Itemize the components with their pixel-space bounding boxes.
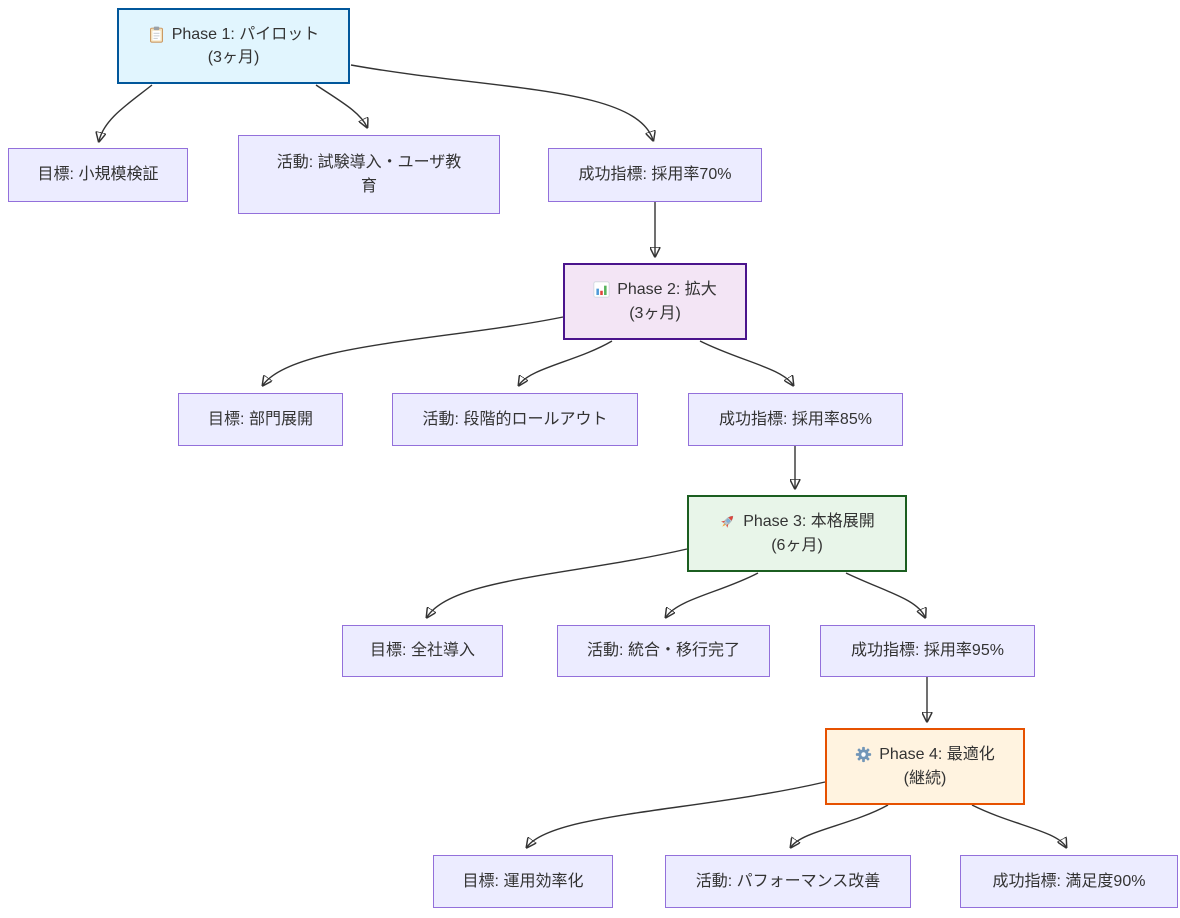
node-phase3: Phase 3: 本格展開 (6ヶ月) (687, 495, 907, 572)
phase2-title-row: Phase 2: 拡大 (593, 278, 717, 301)
edge-phase2-kpi2 (699, 340, 793, 385)
node-phase2: Phase 2: 拡大 (3ヶ月) (563, 263, 747, 340)
node-act1: 活動: 試験導入・ユーザ教 育 (238, 135, 500, 214)
edge-phase2-act2 (519, 340, 613, 385)
node-phase4: Phase 4: 最適化 (継続) (825, 728, 1025, 805)
clipboard-icon (149, 26, 163, 43)
edge-phase3-goal3 (427, 548, 688, 617)
edge-phase1-goal1 (99, 84, 153, 141)
edge-phase1-act1 (315, 84, 367, 127)
phase4-title-row: Phase 4: 最適化 (855, 743, 995, 766)
node-kpi4: 成功指標: 満足度90% (960, 855, 1178, 908)
node-act2: 活動: 段階的ロールアウト (392, 393, 638, 446)
node-goal2: 目標: 部門展開 (178, 393, 343, 446)
node-goal1: 目標: 小規模検証 (8, 148, 188, 202)
node-kpi3: 成功指標: 採用率95% (820, 625, 1035, 677)
phase4-duration: (継続) (903, 769, 947, 787)
edge-phase4-act4 (791, 804, 889, 847)
edge-phase4-kpi4 (971, 804, 1066, 847)
phase3-duration: (6ヶ月) (771, 536, 823, 554)
rocket-icon (721, 516, 734, 529)
phase3-title: Phase 3: 本格展開 (743, 513, 875, 531)
node-phase1: Phase 1: パイロット (3ヶ月) (117, 8, 350, 84)
node-goal3: 目標: 全社導入 (342, 625, 503, 677)
bar-chart-icon (593, 281, 610, 298)
gear-icon (856, 747, 872, 763)
edge-phase1-kpi1 (350, 64, 653, 140)
phase1-title-row: Phase 1: パイロット (148, 23, 320, 46)
edge-phase2-goal2 (263, 316, 564, 385)
phase2-duration: (3ヶ月) (629, 304, 681, 322)
edge-phase4-goal4 (527, 781, 826, 847)
phase1-title: Phase 1: パイロット (171, 25, 320, 43)
phase3-title-row: Phase 3: 本格展開 (719, 510, 875, 533)
edge-phase3-kpi3 (845, 572, 925, 617)
node-kpi1: 成功指標: 採用率70% (548, 148, 762, 202)
node-act3: 活動: 統合・移行完了 (557, 625, 770, 677)
node-goal4: 目標: 運用効率化 (433, 855, 613, 908)
edge-phase3-act3 (666, 572, 759, 617)
node-act4: 活動: パフォーマンス改善 (665, 855, 911, 908)
node-kpi2: 成功指標: 採用率85% (688, 393, 903, 446)
phase2-title: Phase 2: 拡大 (617, 281, 717, 299)
phase1-duration: (3ヶ月) (207, 49, 260, 66)
phase4-title: Phase 4: 最適化 (879, 746, 995, 764)
